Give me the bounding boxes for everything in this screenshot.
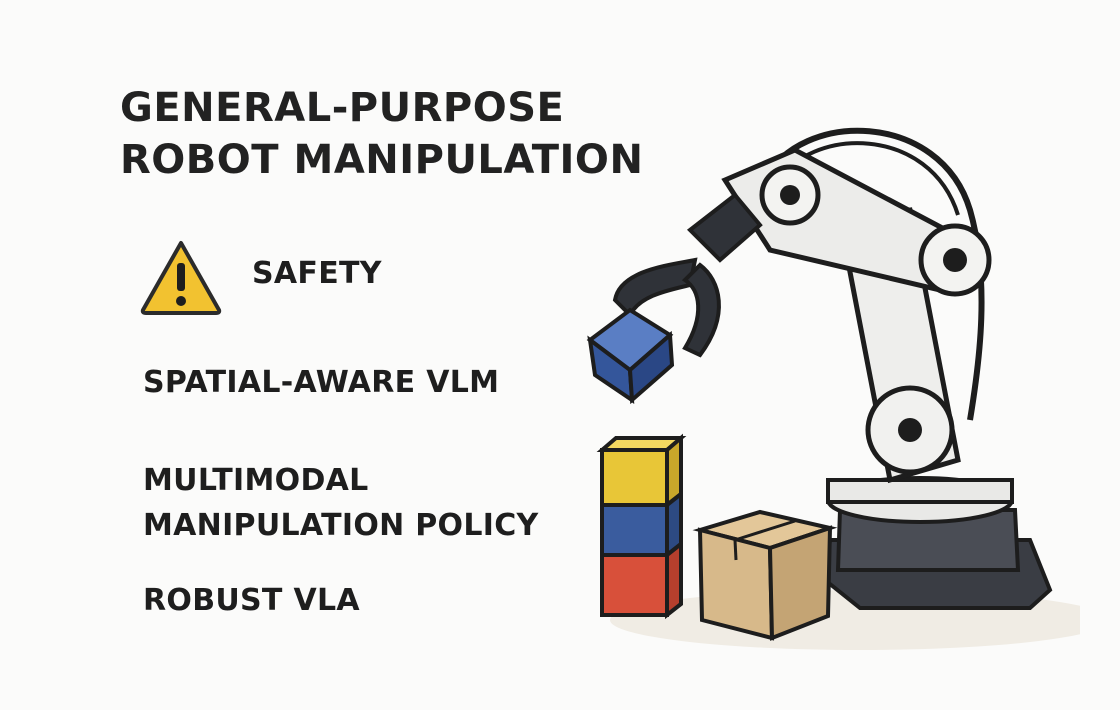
item-robust-vla: ROBUST VLA (143, 583, 360, 618)
cardboard-box (692, 509, 838, 641)
block-stack (596, 433, 687, 620)
item-multimodal-manipulation-policy: MULTIMODAL MANIPULATION POLICY (143, 458, 539, 548)
item-safety: SAFETY (252, 256, 382, 291)
item-spatial-aware-vlm: SPATIAL-AWARE VLM (143, 365, 500, 400)
robot-arm-illustration (586, 127, 1080, 650)
warning-triangle-icon (140, 241, 222, 315)
title-line-1: GENERAL-PURPOSE (120, 85, 565, 131)
title-line-2: ROBOT MANIPULATION (120, 137, 644, 183)
page-title: GENERAL-PURPOSE ROBOT MANIPULATION (120, 82, 643, 186)
robot-base (822, 476, 1053, 610)
cable (762, 127, 985, 421)
held-blue-cube (586, 307, 675, 405)
robot-upper-arm (721, 147, 992, 297)
item-multimodal-line-1: MULTIMODAL (143, 463, 369, 498)
item-multimodal-line-2: MANIPULATION POLICY (143, 508, 539, 543)
robot-gripper (612, 192, 763, 358)
